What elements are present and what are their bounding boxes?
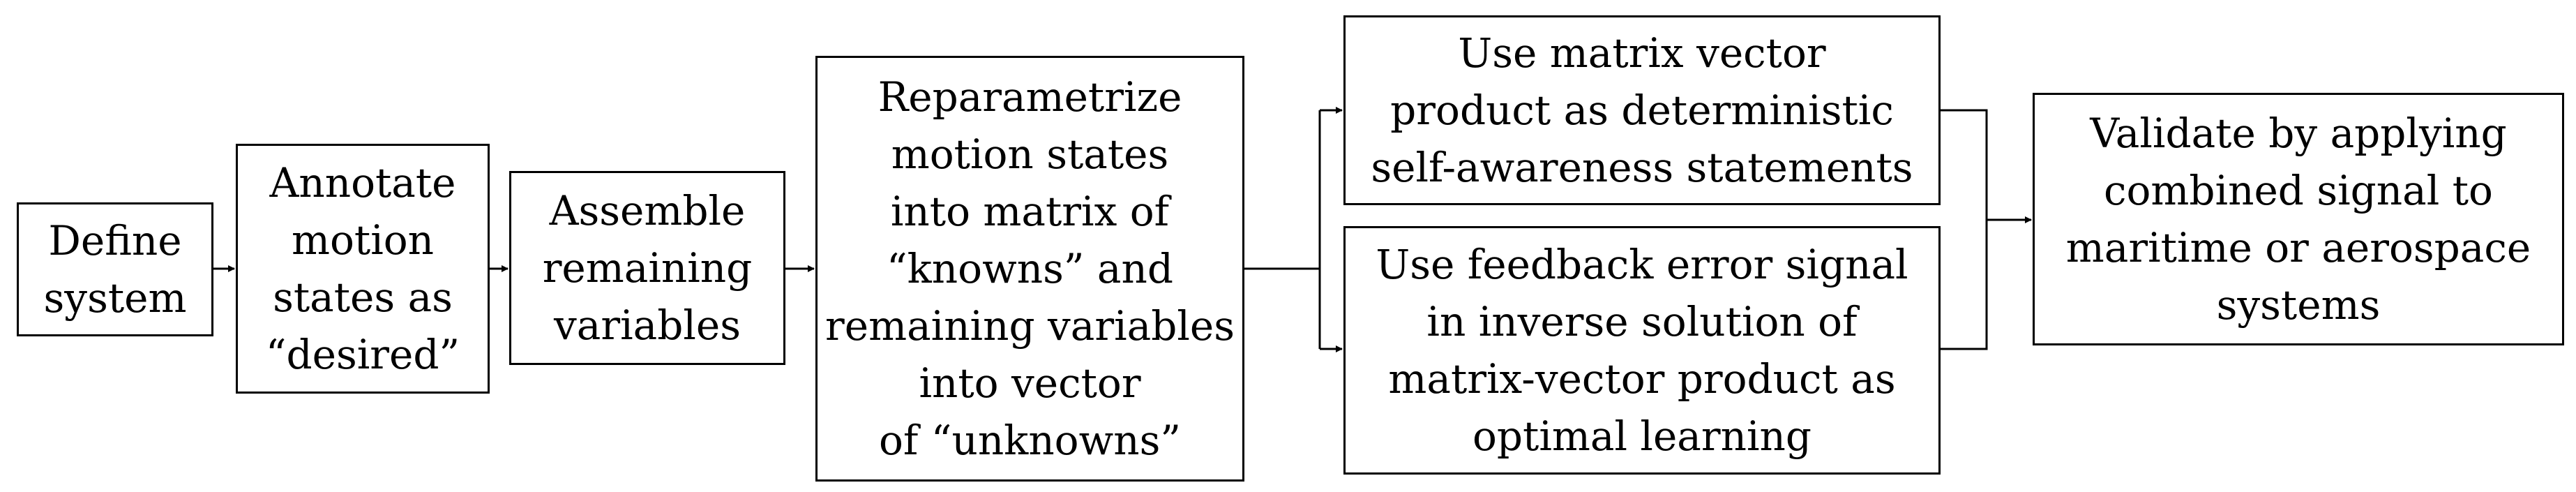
step-feedback-error-signal: Use feedback error signal in inverse sol…: [1343, 226, 1941, 475]
merge-connector-bottom: [1941, 220, 1988, 350]
step-validate-label: Validate by applying combined signal to …: [2065, 110, 2531, 329]
step-assemble-remaining-variables-label: Assemble remaining variables: [542, 187, 753, 349]
step-define-system: Define system: [17, 202, 213, 336]
step-validate: Validate by applying combined signal to …: [2033, 93, 2564, 345]
merge-connector-top: [1941, 109, 1988, 220]
step-reparametrize-label: Reparametrize motion states into matrix …: [825, 73, 1235, 464]
step-define-system-label: Define system: [43, 217, 187, 322]
step-reparametrize: Reparametrize motion states into matrix …: [815, 56, 1244, 482]
step-assemble-remaining-variables: Assemble remaining variables: [509, 171, 785, 365]
step-annotate-motion-states-label: Annotate motion states as “desired”: [265, 159, 460, 378]
step-matrix-vector-product: Use matrix vector product as determinist…: [1343, 15, 1941, 205]
step-annotate-motion-states: Annotate motion states as “desired”: [236, 144, 490, 394]
step-matrix-vector-product-label: Use matrix vector product as determinist…: [1371, 29, 1913, 191]
step-feedback-error-signal-label: Use feedback error signal in inverse sol…: [1376, 241, 1908, 460]
